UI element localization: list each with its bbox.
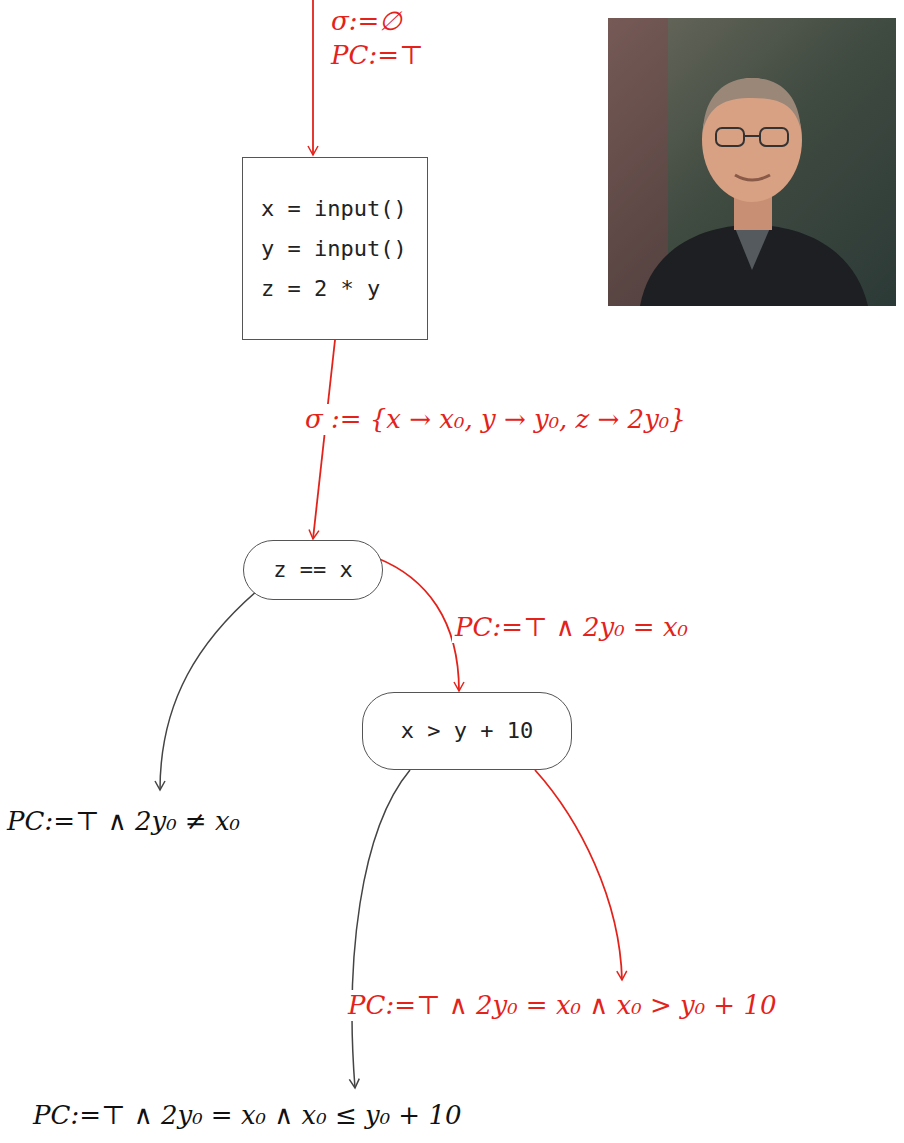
path-condition-label: PC:=⊤ ∧ 2y₀ ≠ x₀ bbox=[4, 806, 243, 837]
entry-arrow bbox=[312, 0, 314, 155]
condition-node: x > y + 10 bbox=[362, 692, 572, 770]
path-condition-label: PC:=⊤ ∧ 2y₀ = x₀ ∧ x₀ ≤ y₀ + 10 bbox=[30, 1100, 464, 1131]
flow-arrow bbox=[313, 340, 335, 539]
path-condition-label: σ:=∅ bbox=[328, 6, 405, 37]
branch-arrow bbox=[535, 770, 622, 980]
portrait-photo bbox=[608, 18, 896, 306]
code-text: x > y + 10 bbox=[401, 711, 533, 751]
flow-arrow bbox=[377, 558, 459, 691]
code-text: z = 2 * y bbox=[261, 269, 380, 309]
edge-label: σ := {x → x₀, y → y₀, z → 2y₀} bbox=[302, 404, 689, 435]
code-text: y = input() bbox=[261, 229, 407, 269]
code-text: z == x bbox=[273, 550, 352, 590]
path-condition-label: PC:=⊤ ∧ 2y₀ = x₀ ∧ x₀ > y₀ + 10 bbox=[345, 990, 779, 1021]
path-condition-label: PC:=⊤ bbox=[328, 40, 426, 71]
code-text: x = input() bbox=[261, 189, 407, 229]
branch-arrow bbox=[352, 770, 410, 1088]
branch-arrow bbox=[160, 590, 258, 790]
condition-node: z == x bbox=[243, 540, 383, 600]
code-block: x = input()y = input()z = 2 * y bbox=[242, 157, 428, 340]
edge-label: PC:=⊤ ∧ 2y₀ = x₀ bbox=[452, 612, 691, 643]
